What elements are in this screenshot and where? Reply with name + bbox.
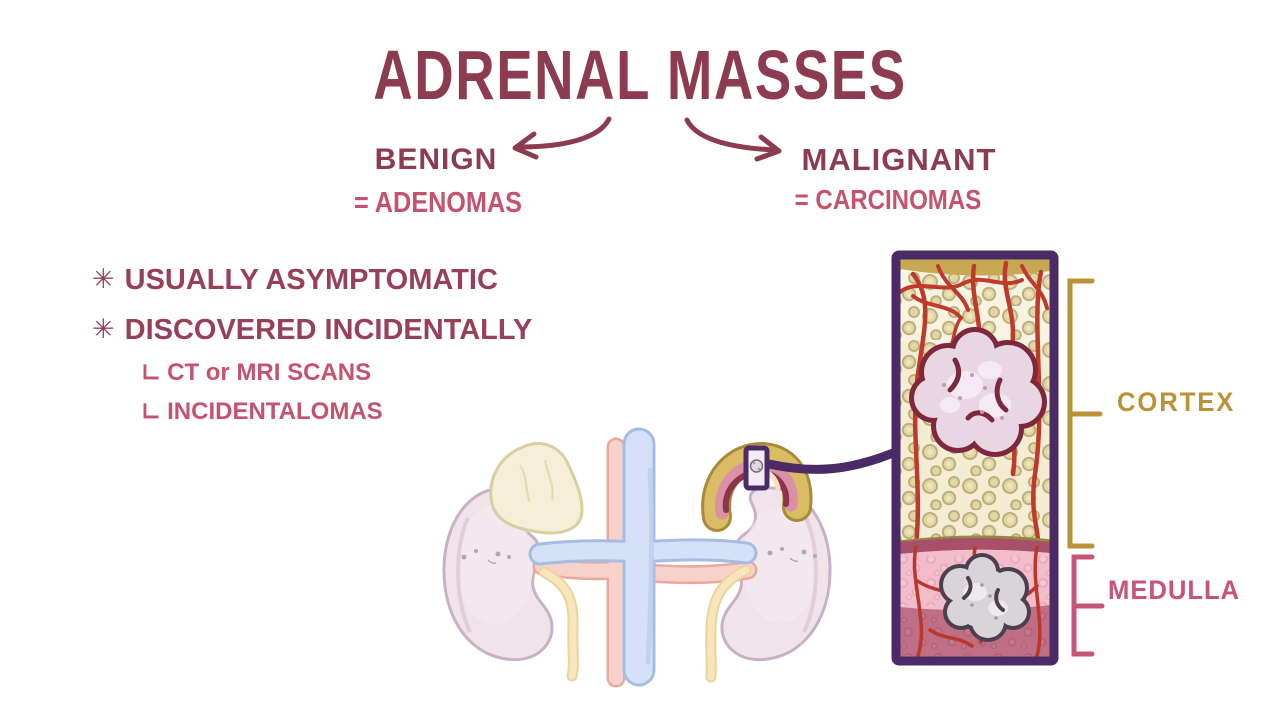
arrow-to-benign-head — [512, 131, 539, 160]
inset-frame — [891, 250, 1059, 666]
arrow-to-malignant — [684, 117, 778, 153]
vena-cava — [528, 427, 758, 687]
asterisk-bullet-icon: ✳ — [92, 314, 115, 345]
corner-bullet-icon: ∟ — [141, 398, 162, 426]
medulla-label: MEDULLA — [1108, 575, 1241, 605]
adrenal-gland-left — [489, 442, 584, 535]
kidney-right-speckles — [767, 547, 817, 562]
pheochromocytoma-mass — [939, 553, 1031, 642]
corner-bullet-icon: ∟ — [141, 359, 162, 387]
fact-usually-asymptomatic: ✳ USUALLY ASYMPTOMATIC — [92, 266, 498, 295]
page-title: ADRENAL MASSES — [373, 36, 907, 114]
medulla-bracket — [1071, 554, 1105, 657]
fact-text: DISCOVERED INCIDENTALLY — [124, 314, 533, 346]
arrow-to-malignant-head — [754, 134, 782, 162]
cortex-bracket — [1067, 278, 1103, 549]
fact-discovered-incidentally: ✳ DISCOVERED INCIDENTALLY — [92, 316, 532, 345]
benign-definition: = ADENOMAS — [354, 187, 522, 219]
arrow-to-benign — [517, 116, 612, 150]
histology-inset — [891, 250, 1059, 666]
kidney-right — [720, 486, 832, 662]
malignant-definition: = CARCINOMAS — [794, 184, 982, 215]
subfact-text: CT or MRI SCANS — [167, 359, 372, 386]
kidneys-illustration — [442, 427, 832, 688]
kidney-left-speckles — [461, 549, 511, 564]
subfact-incidentalomas: ∟ INCIDENTALOMAS — [141, 398, 383, 426]
malignant-label: MALIGNANT — [801, 142, 997, 177]
subfact-text: INCIDENTALOMAS — [167, 398, 383, 425]
magnifier — [743, 445, 898, 491]
ureters — [538, 564, 752, 683]
connector-line — [764, 448, 898, 474]
cortex-label: CORTEX — [1117, 387, 1236, 417]
subfact-ct-mri: ∟ CT or MRI SCANS — [141, 359, 372, 387]
asterisk-bullet-icon: ✳ — [92, 264, 115, 295]
fact-text: USUALLY ASYMPTOMATIC — [124, 264, 498, 296]
branch-arrows — [512, 116, 782, 162]
adenoma-mass — [909, 327, 1047, 457]
benign-label: BENIGN — [374, 143, 498, 176]
